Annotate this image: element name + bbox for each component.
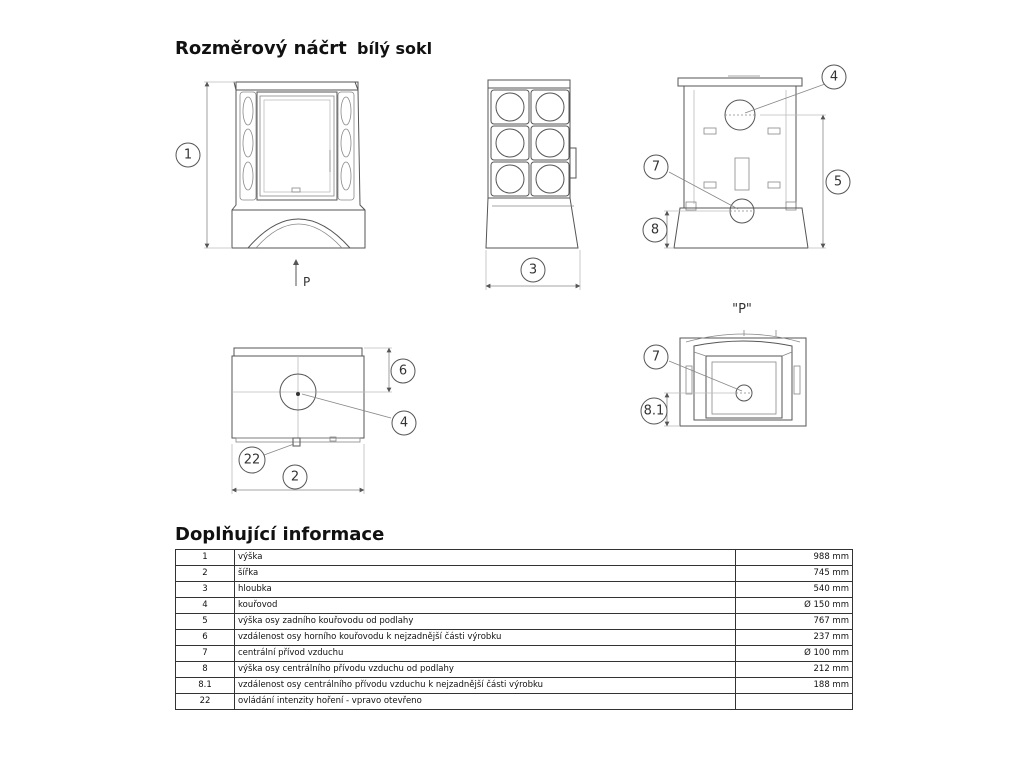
title-subtitle: bílý sokl bbox=[357, 39, 433, 58]
table-cell-value: 767 mm bbox=[735, 613, 853, 630]
table-cell-value: Ø 150 mm bbox=[735, 597, 853, 614]
leader-lines bbox=[263, 83, 826, 456]
table-cell-num: 8 bbox=[175, 661, 235, 678]
callout-3-label: 3 bbox=[529, 263, 537, 278]
table-cell-label: hloubka bbox=[234, 581, 736, 598]
table-cell-num: 22 bbox=[175, 693, 235, 710]
callout-7-p-label: 7 bbox=[652, 350, 660, 365]
table-cell-label: výška osy centrálního přívodu vzduchu od… bbox=[234, 661, 736, 678]
table-cell-label: výška bbox=[234, 549, 736, 566]
callout-5: 5 bbox=[825, 169, 851, 195]
table-cell-label: ovládání intenzity hoření - vpravo otevř… bbox=[234, 693, 736, 710]
table-cell-num: 4 bbox=[175, 597, 235, 614]
callout-2: 2 bbox=[282, 464, 308, 490]
callout-22: 22 bbox=[238, 446, 266, 474]
table-cell-num: 6 bbox=[175, 629, 235, 646]
view-p-label: "P" bbox=[732, 302, 752, 317]
table-cell-value: 988 mm bbox=[735, 549, 853, 566]
rear-view bbox=[664, 75, 826, 249]
page-title: Rozměrový náčrt bílý sokl bbox=[175, 38, 432, 59]
dimension-drawing: P bbox=[175, 64, 851, 494]
table-cell-value: 212 mm bbox=[735, 661, 853, 678]
table-cell-label: výška osy zadního kouřovodu od podlahy bbox=[234, 613, 736, 630]
callout-6-label: 6 bbox=[399, 364, 407, 379]
callout-7-rear: 7 bbox=[643, 154, 669, 180]
front-view: P bbox=[204, 81, 366, 289]
callout-4-top-label: 4 bbox=[400, 416, 408, 431]
table-cell-label: kouřovod bbox=[234, 597, 736, 614]
callout-8: 8 bbox=[642, 217, 668, 243]
table-cell-value: 188 mm bbox=[735, 677, 853, 694]
table-cell-label: vzdálenost osy horního kouřovodu k nejza… bbox=[234, 629, 736, 646]
table-cell-value: 237 mm bbox=[735, 629, 853, 646]
callout-8-1-label: 8.1 bbox=[644, 404, 665, 419]
callout-7-rear-label: 7 bbox=[652, 160, 660, 175]
table-cell-label: vzdálenost osy centrálního přívodu vzduc… bbox=[234, 677, 736, 694]
callout-4-top: 4 bbox=[391, 410, 417, 436]
table-cell-value: 745 mm bbox=[735, 565, 853, 582]
title-text: Rozměrový náčrt bbox=[175, 38, 347, 59]
table-cell-value: 540 mm bbox=[735, 581, 853, 598]
callout-7-p: 7 bbox=[643, 344, 669, 370]
table-cell-num: 8.1 bbox=[175, 677, 235, 694]
callout-4-rear: 4 bbox=[821, 64, 847, 90]
table-cell-num: 5 bbox=[175, 613, 235, 630]
table-cell-label: centrální přívod vzduchu bbox=[234, 645, 736, 662]
view-p: "P" bbox=[664, 302, 807, 427]
table-cell-num: 2 bbox=[175, 565, 235, 582]
table-cell-num: 3 bbox=[175, 581, 235, 598]
side-view bbox=[485, 79, 581, 290]
info-section-title: Doplňující informace bbox=[175, 524, 385, 545]
arrow-p-label: P bbox=[303, 275, 310, 289]
table-cell-value bbox=[735, 693, 853, 710]
callout-3: 3 bbox=[520, 257, 546, 283]
table-cell-label: šířka bbox=[234, 565, 736, 582]
table-cell-num: 1 bbox=[175, 549, 235, 566]
callout-1: 1 bbox=[175, 142, 201, 168]
callout-5-label: 5 bbox=[834, 175, 842, 190]
table-cell-value: Ø 100 mm bbox=[735, 645, 853, 662]
callout-2-label: 2 bbox=[291, 470, 299, 485]
callout-4-rear-label: 4 bbox=[830, 70, 838, 85]
callout-1-label: 1 bbox=[184, 148, 192, 163]
callout-22-label: 22 bbox=[244, 453, 261, 468]
callout-8-label: 8 bbox=[651, 223, 659, 238]
top-view bbox=[231, 347, 392, 494]
callout-8-1: 8.1 bbox=[640, 397, 668, 425]
table-cell-num: 7 bbox=[175, 645, 235, 662]
callout-6: 6 bbox=[390, 358, 416, 384]
